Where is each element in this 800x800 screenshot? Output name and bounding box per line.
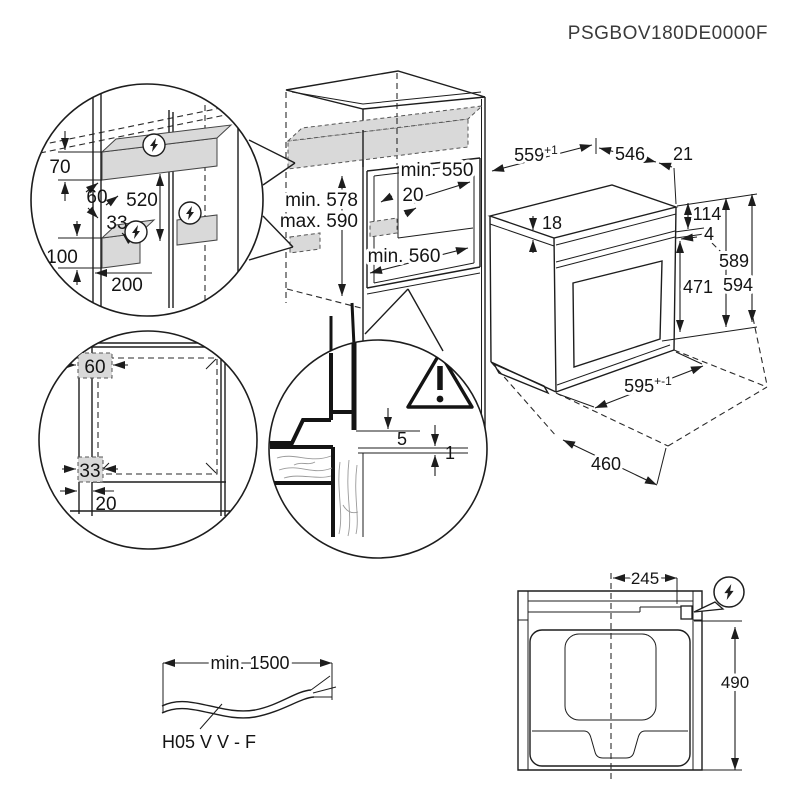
warning-triangle-icon [406, 351, 474, 409]
cable-type-label: H05 V V - F [162, 732, 256, 752]
dim-opening-height-max: max. 590 [280, 211, 358, 232]
dim-width-value: 595 [624, 376, 654, 396]
lightning-bolt-icon [124, 220, 148, 244]
dim-top-inset: 18 [542, 213, 562, 233]
dim-bottom-clearance: 33 [79, 461, 100, 482]
dim-cutout-width-tol: +1 [544, 143, 558, 157]
dim-connection-depth: 490 [721, 673, 749, 692]
lightning-bolt-icon [713, 576, 745, 608]
dim-opening-width: min. 550 [401, 160, 474, 181]
dim-height-total: 594 [723, 275, 753, 295]
dim-depth: 546 [615, 144, 645, 164]
dim-top-clearance: 60 [84, 357, 105, 378]
lightning-bolt-icon [142, 133, 166, 157]
connection-box [680, 605, 693, 620]
detail-mounting-gap-content: 5 1 [270, 340, 474, 537]
dim-bottom-gap: 1 [445, 443, 455, 463]
detail-circle-mounting-gap [268, 339, 488, 559]
lightning-bolt-icon [178, 201, 202, 225]
dim-base-depth: 460 [591, 454, 621, 474]
callout-wedge-gap [329, 288, 444, 352]
dim-opening-depth: min. 560 [368, 246, 441, 267]
dim-panel-height: 114 [693, 204, 722, 224]
dim-top-zone-depth: 60 [86, 187, 107, 208]
dim-cutout-width: 559+1 [514, 143, 558, 165]
zone-top-clearance [77, 352, 113, 379]
product-code: PSGBOV180DE0000F [568, 23, 768, 44]
dim-zone-span: 520 [126, 190, 158, 211]
dim-door-height: 471 [683, 277, 713, 297]
cabinet-dimensions: min. 550 min. 578 max. 590 min. 560 20 [277, 157, 476, 296]
dim-door-offset: 21 [673, 144, 693, 164]
dim-top-zone-height: 70 [49, 157, 70, 178]
mains-cable-drawing: min. 1500 H05 V V - F [161, 650, 337, 752]
zone-bottom-clearance [77, 456, 104, 483]
dim-connection-offset: 245 [631, 569, 659, 588]
dim-width: 595+-1 [624, 374, 672, 396]
dim-wall-thickness: 20 [95, 494, 116, 515]
dim-cutout-width-value: 559 [514, 145, 544, 165]
dim-height: 589 [719, 251, 749, 271]
detail-connection-zones-content: 70 60 520 33 100 200 [39, 90, 241, 315]
dim-width-tol: +-1 [654, 374, 672, 388]
dim-side-clearance: 20 [402, 185, 423, 206]
oven-top-view: 245 490 [517, 566, 752, 779]
dim-cable-min-length: min. 1500 [210, 653, 289, 673]
cabinet-connection-zones [248, 105, 484, 261]
oven-isometric: 559+1 546 21 18 114 4 471 589 594 595+-1… [487, 138, 768, 486]
dim-bottom-zone-height: 100 [46, 247, 78, 268]
dim-bottom-zone-depth: 33 [106, 213, 127, 234]
dim-opening-height-min: min. 578 [285, 190, 358, 211]
dim-front-gap: 5 [397, 429, 407, 449]
dim-bottom-zone-width: 200 [111, 275, 143, 296]
dim-panel-gap: 4 [704, 224, 714, 244]
